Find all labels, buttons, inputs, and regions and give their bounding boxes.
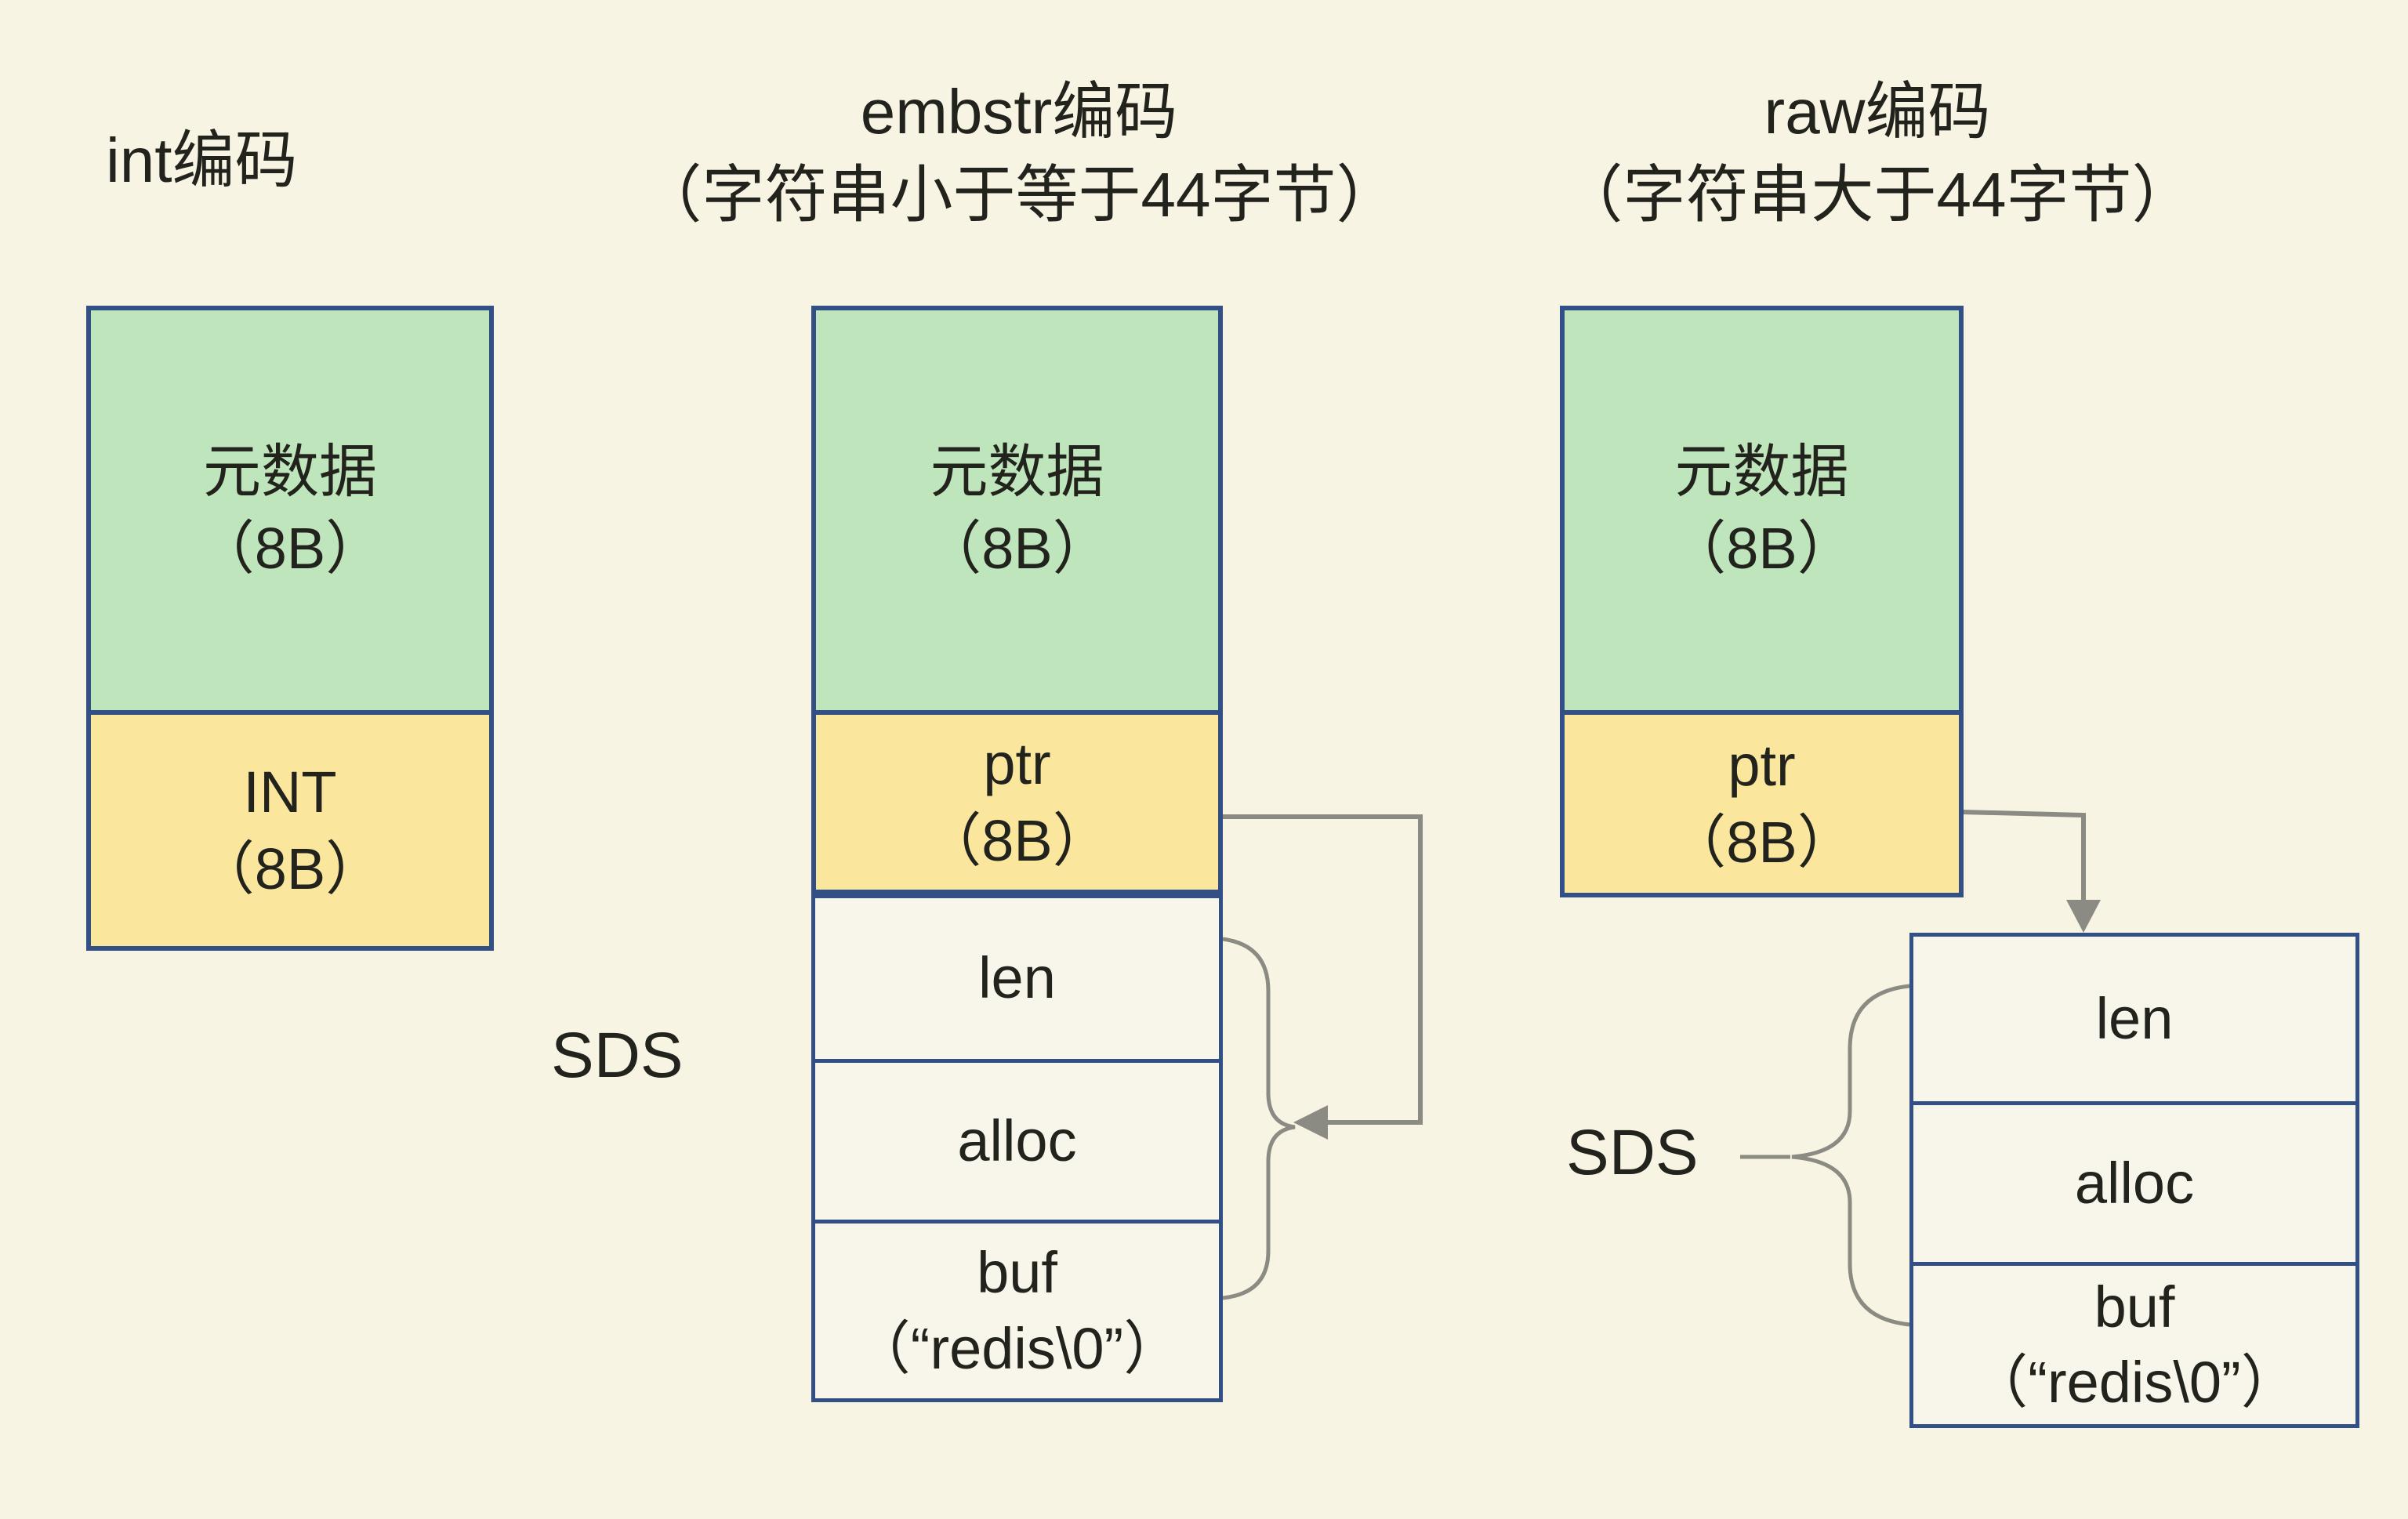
embstr-ptr-cell: ptr （8B） <box>816 710 1218 890</box>
raw-buf-content: （“redis\0”） <box>1970 1350 2299 1415</box>
embstr-sds-box: len alloc buf （“redis\0”） <box>811 894 1223 1402</box>
embstr-metadata-size: （8B） <box>923 516 1111 581</box>
embstr-len-label: len <box>978 945 1056 1011</box>
int-metadata-label: 元数据 <box>203 439 377 505</box>
raw-sds-label: SDS <box>1566 1117 1699 1188</box>
embstr-metadata-label: 元数据 <box>930 439 1104 505</box>
raw-metadata-cell: 元数据 （8B） <box>1565 310 1959 710</box>
int-object-box: 元数据 （8B） INT （8B） <box>86 306 494 951</box>
raw-column-title: raw编码 （字符串大于44字节） <box>1466 71 2289 236</box>
raw-ptr-arrowhead <box>2066 900 2101 933</box>
embstr-object-box: 元数据 （8B） ptr （8B） <box>811 306 1223 894</box>
embstr-title-line1: embstr编码 <box>860 77 1178 147</box>
raw-sds-brace <box>1791 984 1910 1327</box>
raw-buf-label: buf <box>2094 1274 2175 1340</box>
int-value-size: （8B） <box>196 836 384 901</box>
embstr-buf-content: （“redis\0”） <box>852 1315 1182 1381</box>
embstr-alloc-label: alloc <box>957 1108 1077 1173</box>
embstr-sds-brace <box>1222 937 1296 1300</box>
raw-ptr-label: ptr <box>1728 732 1796 798</box>
int-value-label: INT <box>243 759 337 825</box>
raw-ptr-size: （8B） <box>1668 809 1855 875</box>
raw-title-line2: （字符串大于44字节） <box>1560 159 2195 230</box>
int-metadata-size: （8B） <box>196 516 384 581</box>
raw-title-line1: raw编码 <box>1764 77 1991 147</box>
embstr-column-title: embstr编码 （字符串小于等于44字节） <box>502 71 1536 236</box>
raw-alloc-label: alloc <box>2074 1150 2195 1216</box>
raw-sds-row-alloc: alloc <box>1913 1101 2355 1262</box>
int-column-title: int编码 <box>106 119 298 202</box>
int-title-line: int编码 <box>106 125 298 195</box>
embstr-sds-row-alloc: alloc <box>815 1059 1219 1220</box>
raw-ptr-arrow <box>1962 810 2086 900</box>
raw-metadata-label: 元数据 <box>1674 439 1849 505</box>
embstr-buf-label: buf <box>977 1240 1057 1306</box>
embstr-sds-row-len: len <box>815 898 1219 1059</box>
embstr-ptr-arrow <box>1221 814 1423 1125</box>
embstr-ptr-size: （8B） <box>923 807 1111 873</box>
int-value-cell: INT （8B） <box>91 710 489 946</box>
embstr-metadata-cell: 元数据 （8B） <box>816 310 1218 710</box>
raw-sds-row-buf: buf （“redis\0”） <box>1913 1262 2355 1424</box>
embstr-sds-label: SDS <box>551 1020 684 1091</box>
raw-sds-row-len: len <box>1913 937 2355 1101</box>
raw-metadata-size: （8B） <box>1668 516 1855 581</box>
int-metadata-cell: 元数据 （8B） <box>91 310 489 710</box>
raw-sds-box: len alloc buf （“redis\0”） <box>1909 933 2359 1428</box>
embstr-sds-row-buf: buf （“redis\0”） <box>815 1220 1219 1398</box>
embstr-ptr-arrowhead <box>1293 1105 1328 1140</box>
raw-len-label: len <box>2095 985 2174 1051</box>
raw-object-box: 元数据 （8B） ptr （8B） <box>1560 306 1964 897</box>
embstr-title-line2: （字符串小于等于44字节） <box>639 159 1399 230</box>
embstr-ptr-label: ptr <box>983 730 1051 796</box>
raw-ptr-cell: ptr （8B） <box>1565 710 1959 893</box>
